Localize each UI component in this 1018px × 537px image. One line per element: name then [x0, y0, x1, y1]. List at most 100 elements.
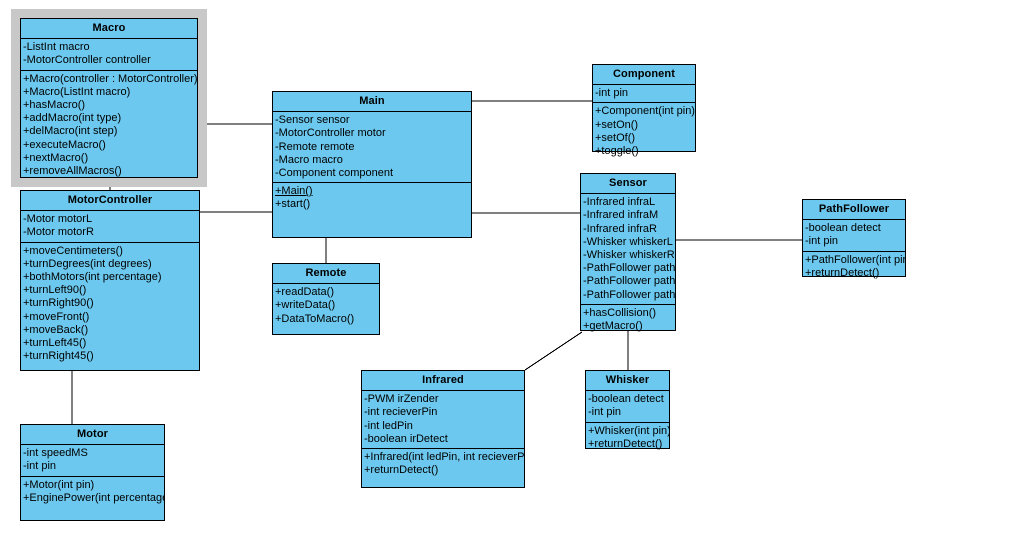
method: +bothMotors(int percentage) [23, 271, 162, 284]
attribute: -int speedMS [23, 447, 88, 460]
attribute: -boolean detect [588, 393, 664, 406]
attribute: -Infrared infraL [583, 196, 656, 209]
method: +turnLeft45() [23, 337, 87, 350]
uml-class-main[interactable]: Main-Sensor sensor-MotorController motor… [272, 91, 472, 238]
class-name-motor: Motor [21, 425, 164, 446]
methods-compartment-whisker: +Whisker(int pin)+returnDetect() [586, 423, 669, 453]
method: +Component(int pin) [595, 105, 695, 118]
method: +turnRight90() [23, 297, 94, 310]
attribute: -PWM irZender [364, 393, 439, 406]
attribute: -int pin [588, 406, 622, 419]
method: +setOf() [595, 131, 636, 144]
uml-class-sensor[interactable]: Sensor-Infrared infraL-Infrared infraM-I… [580, 173, 676, 332]
attributes-compartment-sensor: -Infrared infraL-Infrared infraM-Infrare… [581, 194, 675, 305]
methods-compartment-sensor: +hasCollision()+getMacro() [581, 305, 675, 335]
method: +executeMacro() [23, 138, 106, 151]
method: +Macro(controller : MotorController) [23, 72, 197, 85]
attribute: -int ledPin [364, 419, 413, 432]
methods-compartment-infrared: +Infrared(int ledPin, int recieverPin)+r… [362, 449, 524, 479]
attribute: -Whisker whiskerL [583, 235, 673, 248]
method: +hasCollision() [583, 306, 657, 319]
methods-compartment-component: +Component(int pin)+setOn()+setOf()+togg… [593, 103, 695, 160]
attribute: -int pin [595, 87, 629, 100]
method: +toggle() [595, 145, 639, 158]
methods-compartment-main: +Main()+start() [273, 183, 471, 213]
attribute: -PathFollower pathL [583, 262, 675, 275]
uml-class-motorcontroller[interactable]: MotorController-Motor motorL-Motor motor… [20, 190, 200, 371]
method: +moveCentimeters() [23, 244, 123, 257]
uml-class-remote[interactable]: Remote+readData()+writeData()+DataToMacr… [272, 263, 380, 335]
method: +Macro(ListInt macro) [23, 85, 131, 98]
method: +nextMacro() [23, 151, 89, 164]
method: +EnginePower(int percentage) [23, 491, 164, 504]
attribute: -Whisker whiskerR [583, 249, 675, 262]
method: +addMacro(int type) [23, 112, 122, 125]
method: +moveFront() [23, 310, 90, 323]
method: +writeData() [275, 299, 336, 312]
class-name-sensor: Sensor [581, 174, 675, 195]
attribute: -Infrared infraM [583, 209, 659, 222]
method: +turnLeft90() [23, 284, 87, 297]
method: +delMacro(int step) [23, 125, 118, 138]
class-name-whisker: Whisker [586, 371, 669, 392]
attribute: -int pin [23, 460, 57, 473]
attribute: -PathFollower pathM [583, 275, 675, 288]
method: +readData() [275, 286, 335, 299]
attributes-compartment-macro: -ListInt macro-MotorController controlle… [21, 39, 197, 71]
attribute: -boolean irDetect [364, 432, 448, 445]
methods-compartment-pathfollower: +PathFollower(int pin)+returnDetect() [803, 252, 905, 282]
uml-class-motor[interactable]: Motor-int speedMS-int pin+Motor(int pin)… [20, 424, 165, 521]
attributes-compartment-main: -Sensor sensor-MotorController motor-Rem… [273, 112, 471, 184]
attribute: -Remote remote [275, 140, 355, 153]
class-name-motorcontroller: MotorController [21, 191, 199, 212]
attribute: -Infrared infraR [583, 222, 657, 235]
attribute: -Motor motorR [23, 226, 94, 239]
method: +returnDetect() [364, 464, 439, 477]
attribute: -PathFollower pathR [583, 288, 675, 301]
methods-compartment-motor: +Motor(int pin)+EnginePower(int percenta… [21, 477, 164, 507]
connector-sensor-infrared[interactable] [524, 331, 583, 371]
class-name-infrared: Infrared [362, 371, 524, 392]
method: +PathFollower(int pin) [805, 253, 905, 266]
methods-compartment-motorcontroller: +moveCentimeters()+turnDegrees(int degre… [21, 243, 199, 366]
class-name-component: Component [593, 65, 695, 86]
uml-class-pathfollower[interactable]: PathFollower-boolean detect-int pin+Path… [802, 199, 906, 279]
method: +moveBack() [23, 323, 89, 336]
method: +hasMacro() [23, 99, 86, 112]
method: +start() [275, 198, 311, 211]
class-name-remote: Remote [273, 264, 379, 285]
uml-class-whisker[interactable]: Whisker-boolean detect-int pin+Whisker(i… [585, 370, 670, 450]
method: +getMacro() [583, 320, 643, 333]
class-name-pathfollower: PathFollower [803, 200, 905, 221]
uml-class-component[interactable]: Component-int pin+Component(int pin)+set… [592, 64, 696, 157]
attribute: -Motor motorL [23, 213, 93, 226]
method: +DataToMacro() [275, 312, 355, 325]
method: +turnDegrees(int degrees) [23, 257, 152, 270]
method: +removeAllMacros() [23, 165, 122, 178]
methods-compartment-remote: +readData()+writeData()+DataToMacro() [273, 284, 379, 328]
uml-class-infrared[interactable]: Infrared-PWM irZender-int recieverPin-in… [361, 370, 525, 488]
method: +Motor(int pin) [23, 478, 95, 491]
attribute: -int pin [805, 235, 839, 248]
attribute: -ListInt macro [23, 41, 90, 54]
attribute: -MotorController motor [275, 127, 386, 140]
method: +Main() [275, 185, 313, 198]
method: +returnDetect() [805, 266, 880, 279]
attributes-compartment-component: -int pin [593, 85, 695, 104]
attributes-compartment-motorcontroller: -Motor motorL-Motor motorR [21, 211, 199, 243]
class-name-main: Main [273, 92, 471, 113]
attributes-compartment-pathfollower: -boolean detect-int pin [803, 220, 905, 252]
method: +Infrared(int ledPin, int recieverPin) [364, 451, 524, 464]
attributes-compartment-whisker: -boolean detect-int pin [586, 391, 669, 423]
method: +Whisker(int pin) [588, 424, 669, 437]
class-name-macro: Macro [21, 19, 197, 40]
attribute: -MotorController controller [23, 54, 151, 67]
method: +returnDetect() [588, 437, 663, 450]
attributes-compartment-motor: -int speedMS-int pin [21, 445, 164, 477]
attributes-compartment-infrared: -PWM irZender-int recieverPin-int ledPin… [362, 391, 524, 450]
uml-class-macro[interactable]: Macro-ListInt macro-MotorController cont… [11, 9, 207, 187]
attribute: -Component component [275, 167, 394, 180]
attribute: -boolean detect [805, 222, 881, 235]
method: +turnRight45() [23, 350, 94, 363]
